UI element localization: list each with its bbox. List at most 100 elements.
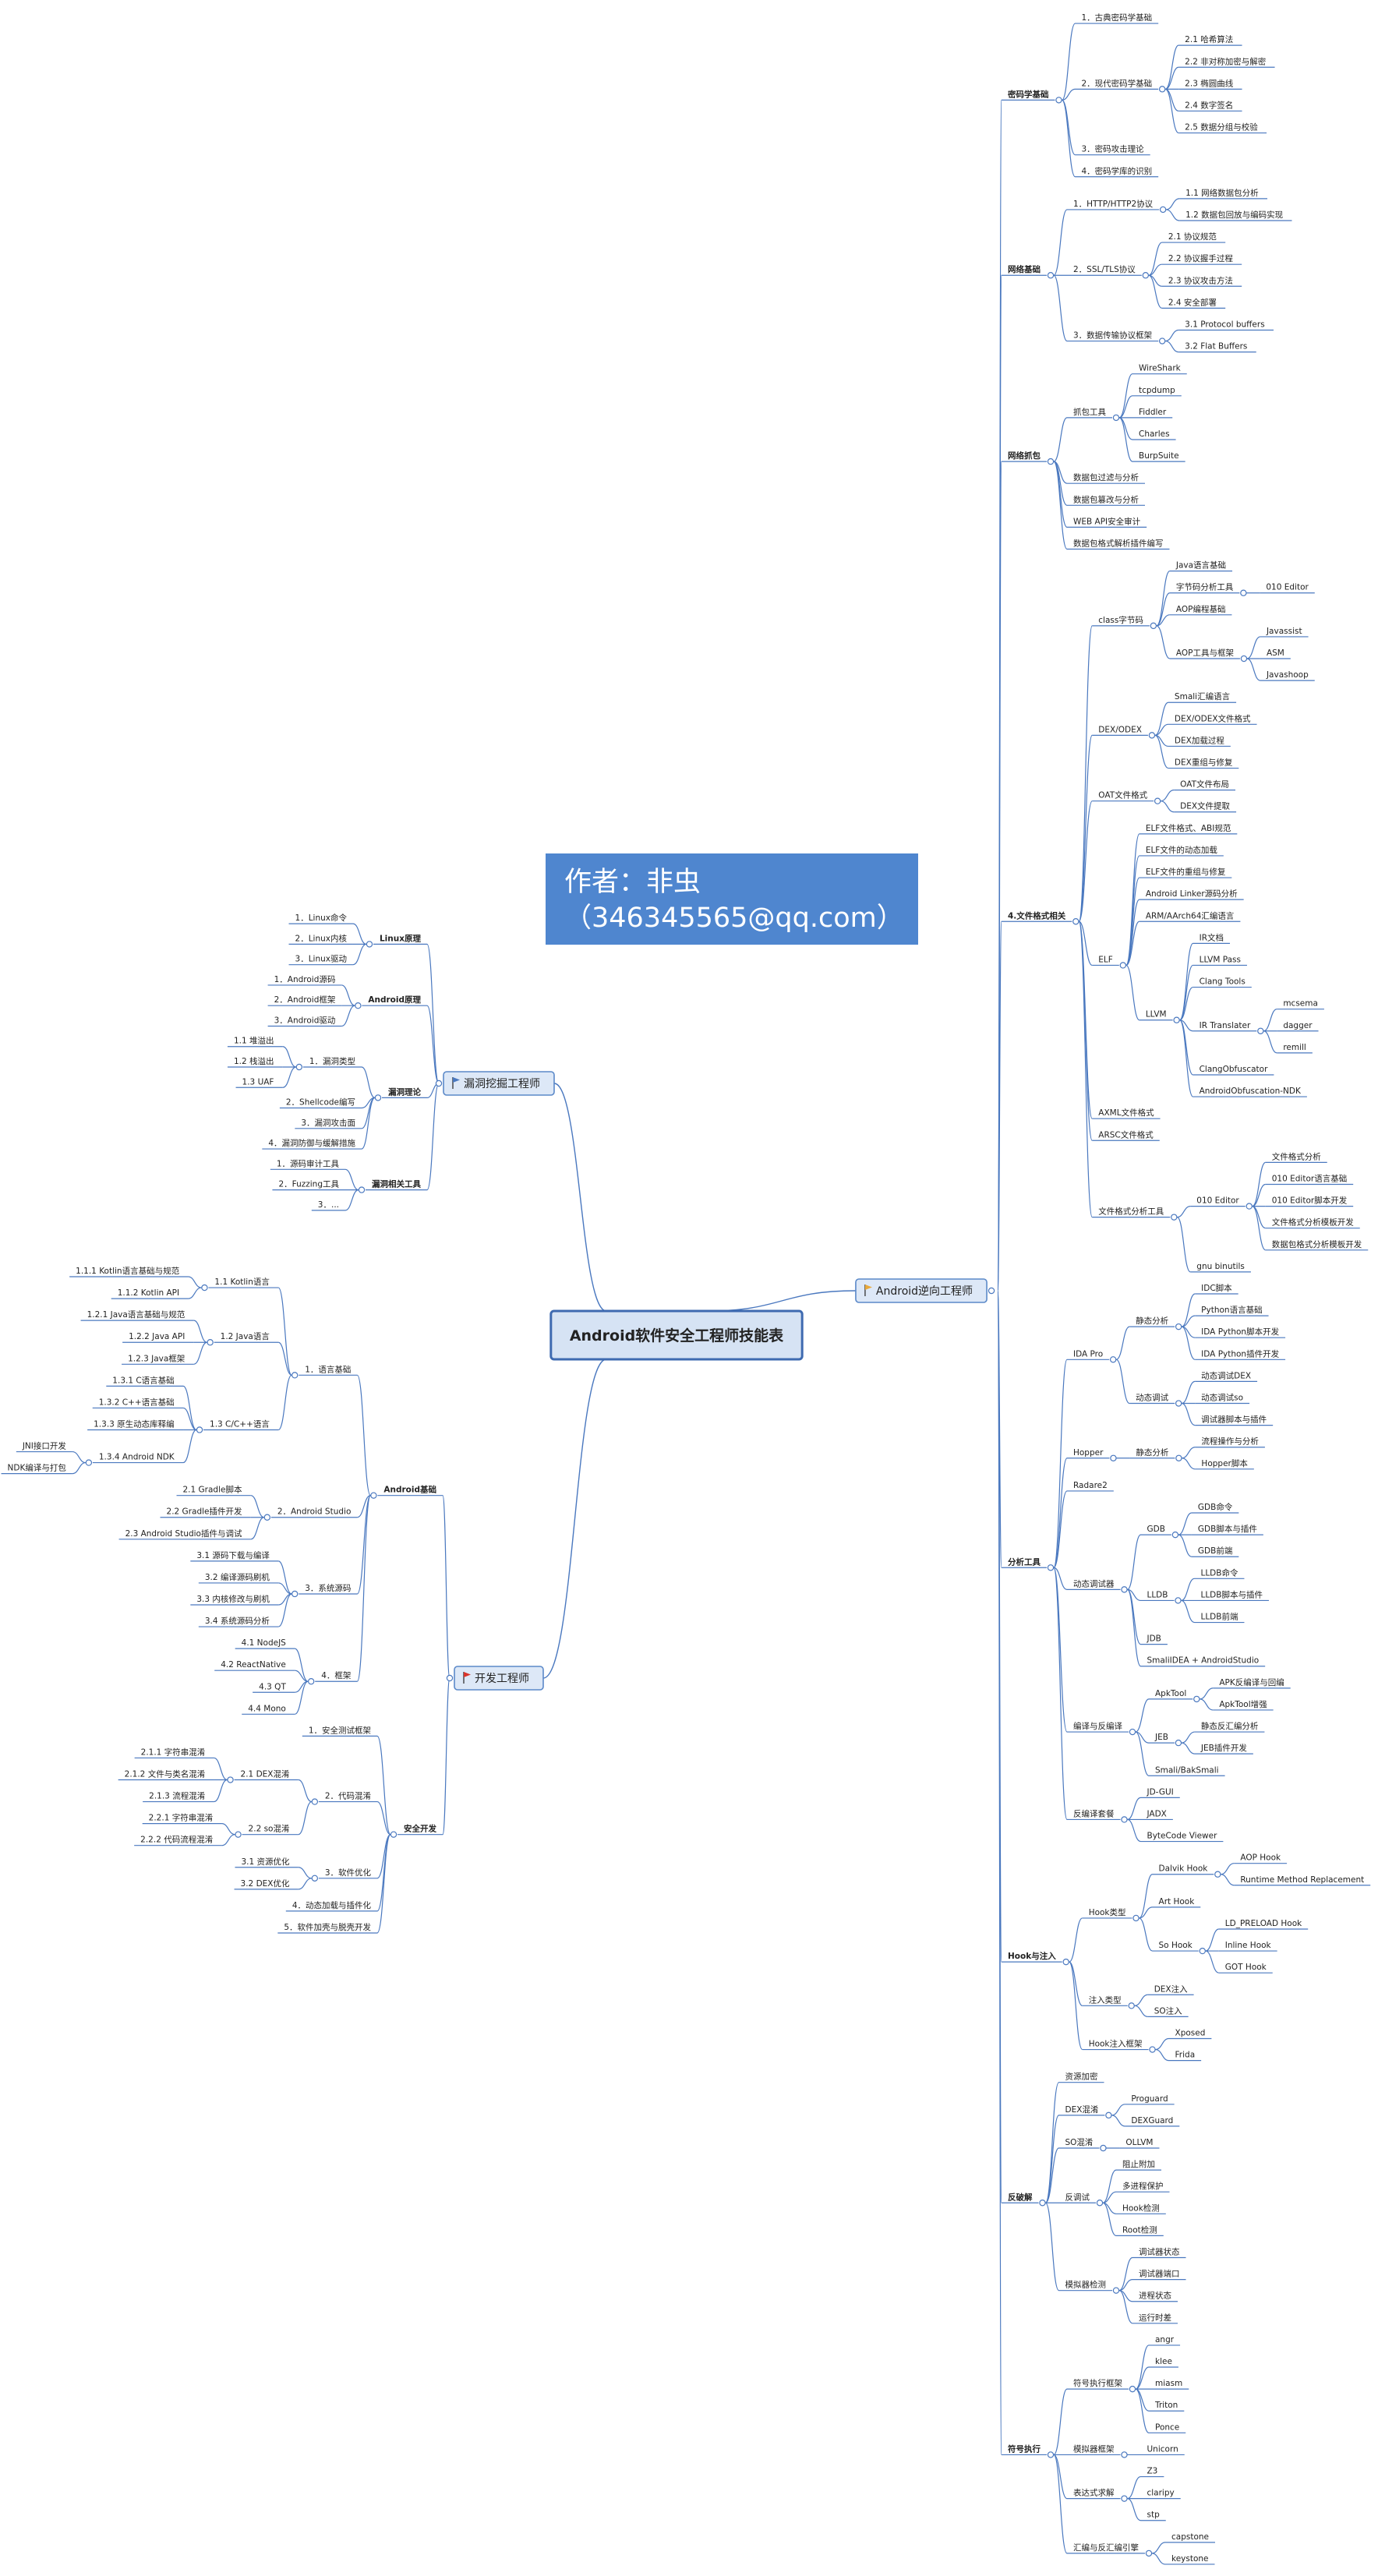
collapse-toggle[interactable]	[1149, 2046, 1156, 2053]
collapse-toggle[interactable]	[1121, 1586, 1128, 1593]
author-box: 作者：非虫 （346345565@qq.com）	[546, 853, 918, 945]
collapse-toggle[interactable]	[1175, 1739, 1182, 1747]
node-4-1-nodejs: 4.1 NodeJS	[242, 1638, 287, 1648]
collapse-toggle[interactable]	[1148, 732, 1156, 739]
collapse-toggle[interactable]	[1150, 622, 1157, 630]
collapse-toggle[interactable]	[1062, 1958, 1069, 1966]
collapse-toggle[interactable]	[1112, 414, 1120, 422]
collapse-toggle[interactable]	[227, 1776, 234, 1783]
collapse-toggle[interactable]	[1175, 1323, 1182, 1330]
node-2-4: 2.4 数字签名	[1185, 100, 1233, 110]
collapse-toggle[interactable]	[1105, 2111, 1112, 2119]
collapse-toggle[interactable]	[1171, 1214, 1178, 1221]
connector-line	[1164, 88, 1179, 134]
collapse-toggle[interactable]	[1175, 1400, 1182, 1407]
collapse-toggle[interactable]	[291, 1372, 299, 1379]
collapse-toggle[interactable]	[1128, 2002, 1135, 2009]
node-3-2-dex: 3.2 DEX优化	[241, 1878, 290, 1889]
node-wireshark: WireShark	[1139, 364, 1182, 373]
collapse-toggle[interactable]	[355, 1002, 362, 1009]
collapse-toggle[interactable]	[1112, 2287, 1120, 2294]
node-aop: AOP编程基础	[1176, 604, 1226, 614]
collapse-toggle[interactable]	[1055, 97, 1062, 104]
connector-line	[1252, 1161, 1267, 1207]
collapse-toggle[interactable]	[207, 1339, 214, 1346]
node-arsc: ARSC文件格式	[1098, 1129, 1154, 1140]
node-2-2: 2.2 非对称加密与解密	[1185, 56, 1267, 66]
collapse-toggle[interactable]	[1240, 589, 1247, 596]
collapse-toggle[interactable]	[1158, 86, 1166, 93]
collapse-toggle[interactable]	[1199, 1947, 1206, 1955]
branch-node[interactable]: 漏洞挖掘工程师	[443, 1071, 555, 1096]
collapse-toggle[interactable]	[1121, 2495, 1128, 2502]
collapse-toggle[interactable]	[1142, 272, 1150, 279]
connector-line	[1115, 1326, 1130, 1360]
collapse-toggle[interactable]	[1047, 1564, 1055, 1571]
collapse-toggle[interactable]	[1154, 797, 1161, 804]
collapse-toggle[interactable]	[1240, 655, 1248, 663]
collapse-toggle[interactable]	[374, 1094, 382, 1101]
collapse-toggle[interactable]	[358, 1186, 366, 1193]
node-elf-abi: ELF文件格式、ABI规范	[1146, 823, 1231, 833]
root-node[interactable]: Android软件安全工程师技能表	[549, 1309, 804, 1361]
connector-line	[352, 943, 367, 966]
collapse-toggle[interactable]	[1109, 1356, 1117, 1363]
connector-line	[341, 984, 355, 1006]
branch-android[interactable]: Android逆向工程师	[855, 1278, 988, 1303]
collapse-toggle[interactable]	[1159, 206, 1167, 214]
collapse-toggle[interactable]	[1175, 1454, 1182, 1461]
collapse-toggle[interactable]	[1193, 1695, 1200, 1703]
collapse-toggle[interactable]	[435, 1080, 443, 1087]
collapse-toggle[interactable]	[307, 1678, 315, 1685]
collapse-toggle[interactable]	[196, 1426, 203, 1433]
connector-line	[1221, 1874, 1235, 1886]
collapse-toggle[interactable]	[1096, 2200, 1104, 2207]
collapse-toggle[interactable]	[295, 1063, 303, 1071]
collapse-toggle[interactable]	[1100, 2144, 1107, 2152]
connector-line	[1139, 1917, 1153, 1952]
collapse-toggle[interactable]	[1171, 1531, 1179, 1539]
node-dex-odex: DEX/ODEX文件格式	[1175, 713, 1251, 723]
collapse-toggle[interactable]	[366, 941, 373, 948]
collapse-toggle[interactable]	[370, 1492, 377, 1499]
collapse-toggle[interactable]	[1110, 1454, 1117, 1461]
author-email: （346345565@qq.com）	[564, 903, 904, 934]
collapse-toggle[interactable]	[1129, 1728, 1136, 1736]
collapse-toggle[interactable]	[1257, 1027, 1264, 1034]
node-2-shellcode: 2．Shellcode编写	[286, 1097, 355, 1108]
collapse-toggle[interactable]	[1119, 962, 1127, 969]
collapse-toggle[interactable]	[1047, 2451, 1055, 2458]
collapse-toggle[interactable]	[1072, 918, 1079, 925]
node-android: Android原理	[368, 995, 421, 1005]
collapse-toggle[interactable]	[201, 1284, 208, 1292]
collapse-toggle[interactable]	[311, 1798, 319, 1805]
collapse-toggle[interactable]	[1121, 1816, 1128, 1823]
collapse-toggle[interactable]	[291, 1590, 299, 1598]
connector-line	[1179, 986, 1193, 1021]
connector-line	[1181, 1742, 1196, 1754]
node-2-3-android-studio: 2.3 Android Studio插件与调试	[125, 1528, 242, 1539]
collapse-toggle[interactable]	[85, 1459, 93, 1466]
collapse-toggle[interactable]	[1047, 458, 1055, 465]
collapse-toggle[interactable]	[1145, 2549, 1153, 2557]
collapse-toggle[interactable]	[1047, 272, 1055, 279]
collapse-toggle[interactable]	[311, 1875, 319, 1882]
collapse-toggle[interactable]	[1121, 2451, 1128, 2458]
collapse-toggle[interactable]	[1173, 1016, 1180, 1023]
branch-node[interactable]: 开发工程师	[454, 1666, 544, 1691]
connector-line	[1176, 1217, 1191, 1273]
collapse-toggle[interactable]	[1214, 1871, 1221, 1878]
collapse-toggle[interactable]	[263, 1514, 271, 1521]
collapse-toggle[interactable]	[1246, 1203, 1253, 1210]
collapse-toggle[interactable]	[1129, 2385, 1136, 2393]
collapse-toggle[interactable]	[446, 1674, 454, 1682]
collapse-toggle[interactable]	[1039, 2200, 1046, 2207]
collapse-toggle[interactable]	[1175, 1597, 1182, 1604]
collapse-toggle[interactable]	[1158, 337, 1166, 345]
collapse-toggle[interactable]	[988, 1287, 995, 1295]
collapse-toggle[interactable]	[390, 1831, 398, 1838]
node-3-2-flat-buffers: 3.2 Flat Buffers	[1185, 342, 1247, 352]
node-ollvm: OLLVM	[1125, 2138, 1153, 2147]
collapse-toggle[interactable]	[235, 1831, 242, 1838]
collapse-toggle[interactable]	[1132, 1914, 1140, 1922]
